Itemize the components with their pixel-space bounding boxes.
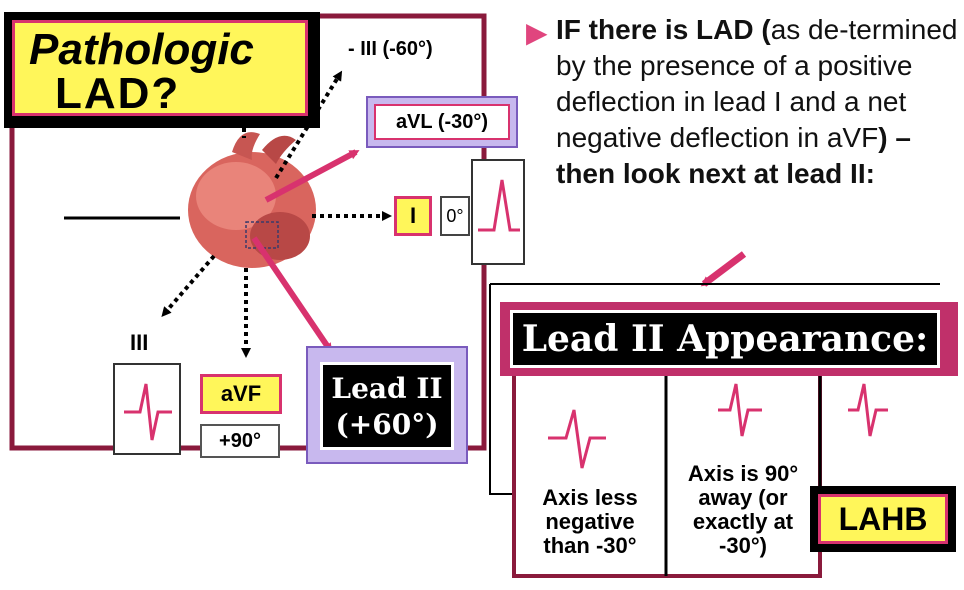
axis-leadII-arrow [251,236,333,354]
lead-II-box: Lead II (+60°) [306,346,468,464]
label-III-negative: - III (-60°) [348,38,433,60]
axis-aVL-arrow [264,149,360,203]
title-box: Pathologic LAD? [4,12,320,128]
caption-col1: Axis less negative than -30° [542,485,638,558]
lead-II-angle: (+60°) [335,408,439,441]
lahb-box: LAHB [810,486,956,552]
lead-II-label: Lead II [331,372,443,405]
aVL-box: aVL (-30°) [366,96,518,148]
trace-col2 [718,383,762,437]
trace-col3 [848,383,888,437]
title-line2: LAD? [55,69,181,118]
lead-III-ecg-trace [124,383,172,441]
appearance-title-band: Lead II Appearance: [500,302,958,376]
appearance-title: Lead II Appearance: [510,310,940,368]
lead-I-label: I [394,196,432,236]
aVF-angle: +90° [200,424,280,458]
pointer-arrow [700,251,747,287]
lead-I-ecg-trace [478,179,520,232]
title-line1: Pathologic [29,25,254,74]
aVL-label: aVL (-30°) [374,104,510,140]
instruction-paragraph: IF there is LAD (as de-termined by the p… [556,12,958,192]
paragraph-part1: IF there is LAD ( [556,14,771,45]
bracket-line [489,284,518,495]
lead-I-angle: 0° [440,196,470,236]
heart-icon [188,132,316,268]
paragraph-part3: ) – then look next at lead II: [556,122,911,189]
axis-III-plus [161,254,216,318]
caption-col2: Axis is 90° away (or exactly at -30°) [687,461,799,558]
label-III-positive: III [130,330,149,355]
lahb-label: LAHB [818,494,948,544]
paragraph-part2: as de-termined by the presence of a posi… [556,14,958,153]
trace-col1 [548,409,606,469]
lead-III-ecg-box [113,363,181,455]
aVF-label: aVF [200,374,282,414]
bullet-arrow-icon: ▶ [526,17,548,48]
